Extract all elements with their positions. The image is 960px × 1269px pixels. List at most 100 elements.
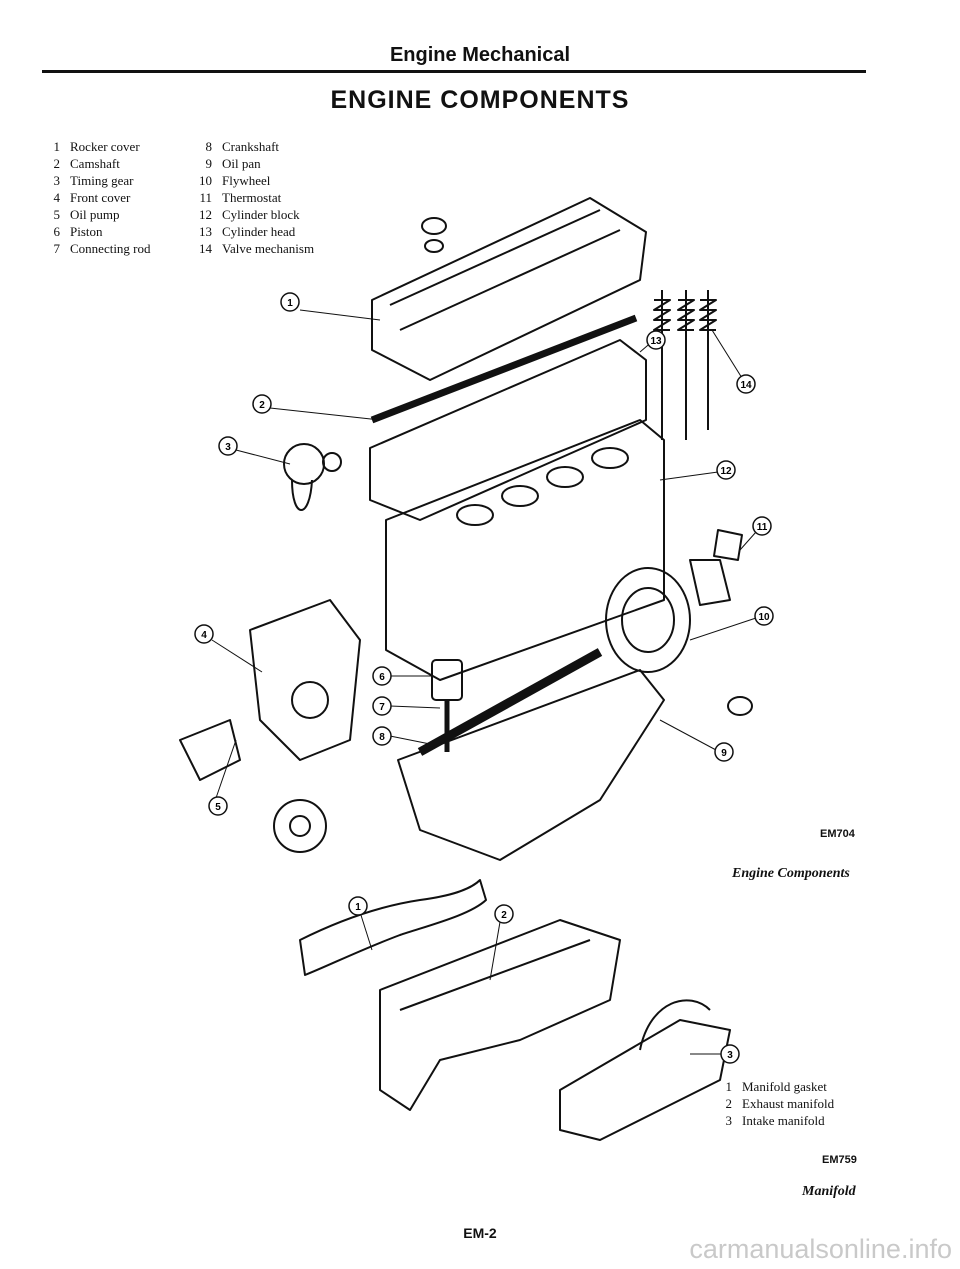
leader-line — [389, 735, 431, 745]
legend-row: 8 Crankshaft — [192, 138, 314, 155]
callout-badge: 10 — [754, 606, 774, 626]
intake-runner-shape — [639, 999, 711, 1051]
oil-cap-shape — [421, 217, 447, 235]
legend-number: 7 — [53, 241, 61, 256]
leader-line — [489, 921, 501, 981]
leader-line — [299, 309, 381, 321]
callout-badge: 14 — [736, 374, 756, 394]
callout-badge: 12 — [716, 460, 736, 480]
timing-chain-shape — [291, 479, 313, 511]
watermark-text: carmanualsonline.info — [689, 1234, 952, 1264]
piston-shape — [431, 659, 463, 701]
callout-number: 3 — [727, 1050, 733, 1061]
legend-number: 3 — [53, 173, 61, 188]
callout-number: 6 — [379, 672, 385, 683]
manifold-callouts: 1 2 3 — [348, 896, 740, 1064]
flywheel-shape — [605, 567, 691, 673]
leader-line — [215, 739, 237, 799]
legend-label: Flywheel — [222, 173, 271, 188]
legend-number: 5 — [53, 207, 61, 222]
legend-number: 3 — [725, 1113, 733, 1128]
legend-label: Front cover — [70, 190, 131, 205]
callout-number: 12 — [720, 466, 732, 477]
leader-line — [359, 911, 373, 951]
callout-badge: 5 — [208, 796, 228, 816]
leader-line — [235, 449, 291, 465]
legend-label: Manifold gasket — [742, 1079, 827, 1094]
legend-label: Intake manifold — [742, 1113, 825, 1128]
intake-manifold-shape — [559, 1019, 731, 1141]
valve-spring-shape — [677, 299, 695, 331]
header-rule — [42, 70, 866, 73]
legend-row: 13 Cylinder head — [192, 223, 314, 240]
legend-number: 2 — [725, 1096, 733, 1111]
section-header: Engine Mechanical — [389, 44, 571, 66]
figure-caption: Manifold — [802, 1184, 856, 1199]
legend-label: Camshaft — [70, 156, 120, 171]
exhaust-manifold-shape — [379, 919, 621, 1111]
oil-pan-shape — [397, 669, 665, 861]
callout-number: 9 — [721, 748, 727, 759]
oil-cap-gasket-shape — [424, 239, 444, 253]
manifold-legend: 1 Manifold gasket 2 Exhaust manifold 3 Inta… — [712, 1078, 835, 1129]
manifold-ridge — [399, 939, 591, 1011]
callout-number: 4 — [201, 630, 207, 641]
engine-callouts: 1 2 3 4 5 6 7 8 9 10 11 12 13 14 — [194, 292, 774, 816]
cylinder-bore-shape — [456, 504, 494, 526]
legend-number: 14 — [199, 241, 212, 256]
callout-badge: 1 — [348, 896, 368, 916]
callout-number: 1 — [287, 298, 293, 309]
callout-badge: 2 — [494, 904, 514, 924]
legend-number: 6 — [53, 224, 61, 239]
legend-label: Oil pump — [70, 207, 120, 222]
figure-code: EM704 — [820, 828, 855, 840]
callout-badge: 6 — [372, 666, 392, 686]
legend-row: 3 Intake manifold — [712, 1112, 834, 1129]
callout-number: 7 — [379, 702, 385, 713]
legend-number: 8 — [205, 139, 213, 154]
manifold-gasket-shape — [299, 879, 487, 976]
callout-number: 11 — [757, 522, 768, 533]
legend-label: Thermostat — [222, 190, 282, 205]
legend-row: 1 Manifold gasket — [712, 1078, 834, 1095]
camshaft-shape — [370, 314, 638, 424]
valve-spring-shape — [653, 299, 671, 331]
page-number: EM-2 — [463, 1225, 497, 1241]
legend-row: 7 Connecting rod — [40, 240, 151, 257]
leader-line — [659, 719, 717, 751]
callout-number: 14 — [740, 380, 752, 391]
callout-badge: 9 — [714, 742, 734, 762]
leader-line — [739, 531, 757, 551]
cylinder-bore-shape — [546, 466, 584, 488]
crank-pulley-shape — [273, 799, 327, 853]
callout-badge: 3 — [720, 1044, 740, 1064]
callout-number: 10 — [758, 612, 770, 623]
callout-badge: 2 — [252, 394, 272, 414]
leader-line — [711, 329, 743, 379]
callout-number: 2 — [259, 400, 265, 411]
legend-label: Cylinder head — [222, 224, 296, 239]
flywheel-inner-shape — [621, 587, 675, 653]
callout-badge: 3 — [218, 436, 238, 456]
legend-label: Exhaust manifold — [742, 1096, 835, 1111]
oil-strainer-shape — [727, 696, 753, 716]
manifold-drawing — [299, 879, 731, 1141]
callout-number: 8 — [379, 732, 385, 743]
legend-number: 13 — [199, 224, 212, 239]
legend-label: Connecting rod — [70, 241, 151, 256]
chain-tensioner-shape — [322, 452, 342, 472]
page-title: ENGINE COMPONENTS — [330, 86, 630, 114]
rocker-cover-shape — [371, 197, 647, 381]
legend-label: Crankshaft — [222, 139, 280, 154]
rocker-cover-ridge — [389, 209, 601, 306]
legend-number: 1 — [725, 1079, 733, 1094]
legend-number: 12 — [199, 207, 212, 222]
callout-badge: 11 — [752, 516, 772, 536]
